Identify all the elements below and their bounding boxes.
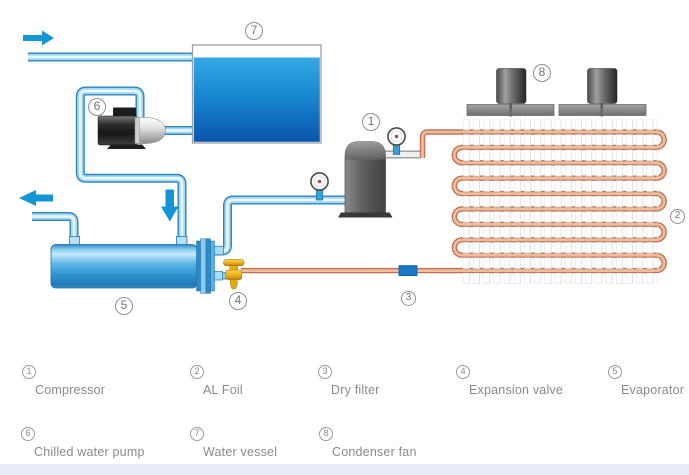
marker-dry-filter: 3 (401, 291, 416, 306)
legend-number: 3 (318, 365, 332, 379)
legend-item-water-vessel: 7 Water vessel (190, 423, 277, 459)
legend-item-condenser-fan: 8 Condenser fan (319, 423, 417, 459)
legend-label: Condenser fan (332, 445, 417, 459)
legend-item-al-foil: 2 AL Foil (190, 361, 243, 397)
legend-item-dry-filter: 3 Dry filter (318, 361, 380, 397)
marker-compressor: 1 (362, 113, 380, 131)
outlet-arrow-left (19, 190, 53, 206)
legend-label: Evaporator (621, 383, 685, 397)
dry-filter (398, 265, 418, 277)
inlet-arrow-right (23, 30, 54, 46)
marker-water-vessel: 7 (245, 22, 263, 40)
fan-motor (587, 68, 618, 104)
legend-item-chilled-water-pump: 6 Chilled water pump (21, 423, 145, 459)
legend-number: 5 (608, 365, 622, 379)
legend-label: Dry filter (331, 383, 380, 397)
legend-number: 7 (190, 427, 204, 441)
marker-expansion-valve: 4 (229, 292, 247, 310)
legend-label: Water vessel (203, 445, 278, 459)
legend-number: 1 (22, 365, 36, 379)
marker-evaporator: 5 (115, 297, 133, 315)
fan-motor (496, 68, 527, 104)
evaporator (50, 236, 224, 294)
down-flow-arrow (161, 189, 179, 222)
legend-number: 2 (190, 365, 204, 379)
discharge-pressure-gauge (387, 127, 406, 155)
water-vessel (191, 44, 322, 144)
evaporator-flange (196, 238, 215, 294)
legend-number: 4 (456, 365, 470, 379)
footer-band (0, 464, 689, 475)
legend-item-compressor: 1 Compressor (22, 361, 105, 397)
expansion-valve (223, 259, 245, 290)
suction-pressure-gauge (310, 172, 329, 201)
legend-item-expansion-valve: 4 Expansion valve (456, 361, 563, 397)
marker-chilled-water-pump: 6 (88, 98, 106, 116)
legend-label: Compressor (35, 383, 106, 397)
marker-condenser-fan: 8 (533, 64, 551, 82)
flow-arrows (19, 30, 179, 222)
legend-label: Chilled water pump (34, 445, 145, 459)
legend-label: Expansion valve (469, 383, 564, 397)
compressor (338, 141, 393, 218)
marker-al-foil: 2 (670, 209, 685, 224)
legend-number: 6 (21, 427, 35, 441)
chilled-water-pump (97, 107, 166, 149)
coil-fins (461, 119, 659, 284)
legend-number: 8 (319, 427, 333, 441)
condenser-fans (466, 68, 647, 117)
legend-item-evaporator: 5 Evaporator (608, 361, 684, 397)
legend-label: AL Foil (203, 383, 243, 397)
